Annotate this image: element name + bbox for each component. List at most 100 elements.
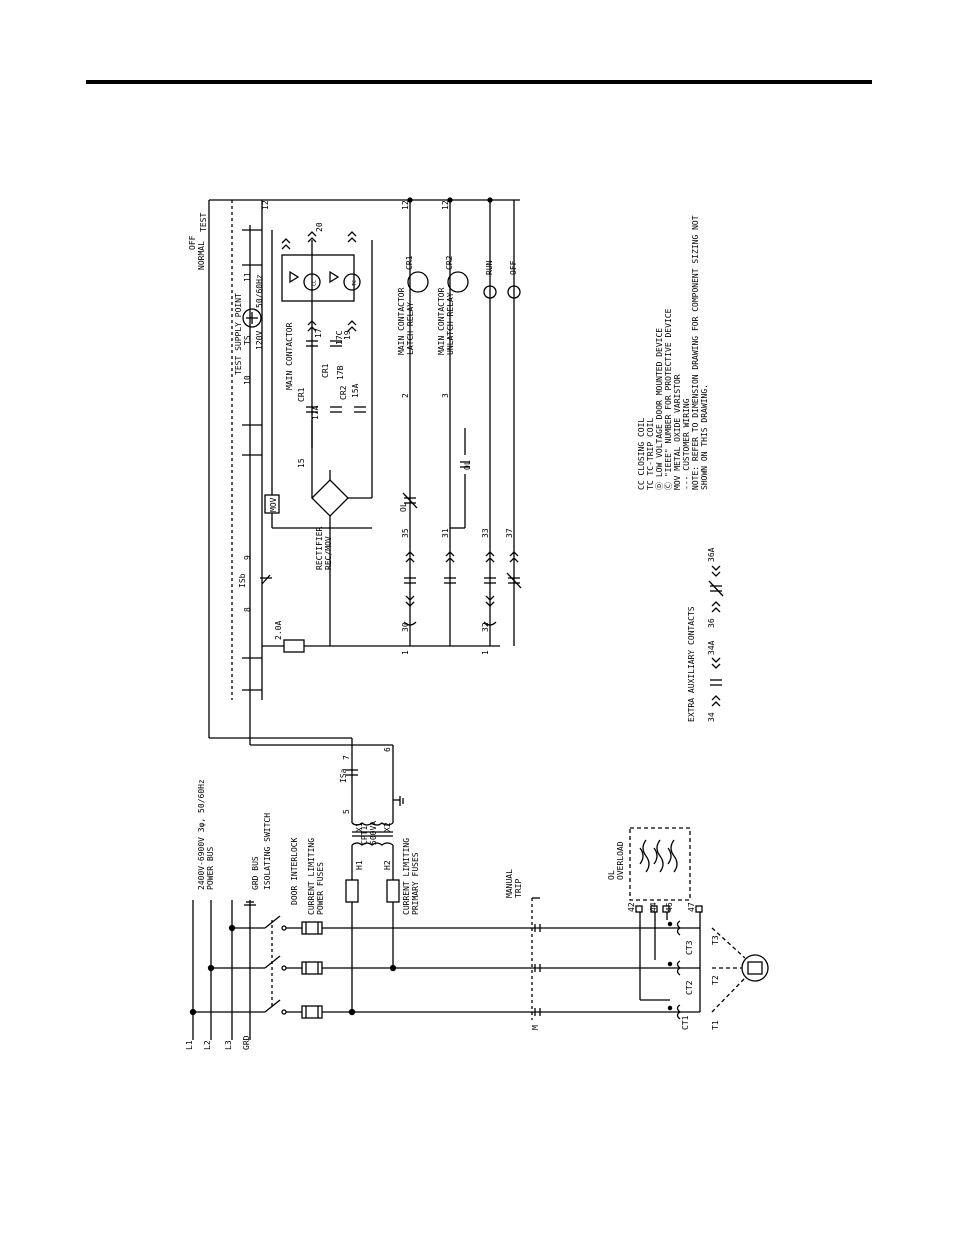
label-grd: GRD	[242, 1035, 251, 1050]
label-latch: MAIN CONTACTOR	[397, 287, 406, 355]
label-cr1-b: CR1	[321, 363, 330, 378]
label-wire-15a: 15A	[351, 383, 360, 398]
label-isb: ISb	[238, 573, 247, 588]
label-isa: ISa	[339, 768, 348, 783]
label-wire-10: 10	[243, 375, 252, 385]
label-wire-33: 33	[481, 528, 490, 538]
label-test: TEST	[199, 213, 208, 232]
label-wire-1b: 1	[481, 650, 490, 655]
legend-item: MOV METAL OXIDE VARISTOR	[673, 374, 682, 490]
label-ct2: CT2	[685, 980, 694, 995]
label-mov: MOV	[269, 497, 278, 512]
label-wire-12c: 12	[441, 200, 450, 210]
label-test-supply: TEST SUPPLY POINT	[234, 293, 243, 375]
label-unlatch-2: UNLATCH RELAY	[446, 292, 455, 355]
label-unlatch: MAIN CONTACTOR	[437, 287, 446, 355]
label-main-contactor: MAIN CONTACTOR	[285, 322, 294, 390]
label-wire-6: 6	[383, 747, 392, 752]
label-cr1-coil: CR1	[405, 255, 414, 270]
label-wire-17c: 17C	[335, 330, 344, 345]
label-aux-title: EXTRA AUXILIARY CONTACTS	[687, 606, 696, 722]
label-wire-36a: 36A	[707, 547, 716, 562]
label-l3: L3	[224, 1040, 233, 1050]
label-wire-17: 17	[314, 328, 323, 338]
header-rule	[86, 80, 872, 84]
label-wire-15: 15	[297, 458, 306, 468]
label-wire-12a: 12	[261, 200, 270, 210]
legend-item: Ⓓ LOW VOLTAGE DOOR MOUNTED DEVICE	[655, 328, 664, 490]
legend-item: Ⓒ "IEEE" NUMBER FOR PROTECTIVE DEVICE	[664, 308, 673, 490]
label-wire-42: 42	[627, 902, 636, 912]
label-wire-35: 35	[401, 528, 410, 538]
label-wire-17b: 17B	[336, 365, 345, 380]
label-wire-9: 9	[243, 555, 252, 560]
label-wire-19: 19	[343, 330, 352, 340]
label-x1: X1	[355, 822, 364, 832]
label-grd-bus: GRD BUS	[251, 856, 260, 890]
label-wire-8: 8	[243, 607, 252, 612]
label-wire-44: 44	[649, 902, 658, 912]
label-latch-2: LATCH RELAY	[406, 302, 415, 355]
label-l1: L1	[185, 1040, 194, 1050]
label-wire-3: 3	[441, 393, 450, 398]
label-power-fuses: CURRENT LIMITING	[307, 838, 316, 915]
label-t1: T1	[711, 1020, 720, 1030]
label-t2: T2	[711, 975, 720, 985]
label-tc: TC	[352, 280, 358, 286]
legend-note: SHOWN ON THIS DRAWING.	[700, 384, 709, 490]
label-off-light: OFF	[509, 260, 518, 275]
label-ts-v: 120V	[255, 331, 264, 350]
label-x2: X2	[383, 822, 392, 832]
label-wire-37: 37	[505, 528, 514, 538]
label-power-fuses-2: POWER FUSES	[316, 862, 325, 915]
label-cc: CC	[312, 280, 318, 286]
label-run: RUN	[485, 260, 494, 275]
label-wire-46: 46	[665, 902, 674, 912]
label-manual-trip-2: TRIP	[514, 879, 523, 898]
label-manual-trip: MANUAL	[505, 869, 514, 898]
label-m: M	[531, 1025, 540, 1030]
diagram-labels: L1 L2 L3 GRD 2400V-6900V 3φ, 50/60Hz POW…	[185, 200, 720, 1050]
label-h1: H1	[355, 860, 364, 870]
label-ol: OL	[607, 870, 616, 880]
label-off: OFF	[188, 235, 197, 250]
label-ts: TS	[243, 335, 252, 345]
label-primary-fuses: CURRENT LIMITING	[402, 838, 411, 915]
label-fuse-2a: 2.0A	[274, 621, 283, 640]
label-ol-contact: OL	[399, 502, 408, 512]
legend-item: --- CUSTOMER WIRING	[682, 398, 691, 490]
legend-note: NOTE: REFER TO DIMENSION DRAWING FOR COM…	[691, 215, 700, 490]
label-wire-31: 31	[441, 528, 450, 538]
label-wire-5: 5	[342, 809, 351, 814]
label-ol-contact-2: OL	[463, 460, 472, 470]
label-cpt-va: 500VA	[369, 821, 378, 845]
label-wire-47: 47	[687, 902, 696, 912]
legend: CC CLOSING COIL TC TC-TRIP COIL Ⓓ LOW VO…	[637, 215, 709, 490]
label-primary-fuses-2: PRIMARY FUSES	[411, 852, 420, 915]
label-wire-36: 36	[707, 618, 716, 628]
label-l2: L2	[203, 1040, 212, 1050]
label-normal: NORMAL	[197, 241, 206, 270]
legend-item: CC CLOSING COIL	[637, 418, 646, 490]
label-cr2-coil: CR2	[445, 255, 454, 270]
power-section	[189, 737, 769, 1040]
label-rectifier: RECTIFIER	[315, 526, 324, 570]
label-wire-30: 30	[401, 622, 410, 632]
label-wire-34a: 34A	[707, 640, 716, 655]
label-wire-32: 32	[481, 622, 490, 632]
label-ct1: CT1	[681, 1015, 690, 1030]
label-wire-34: 34	[707, 712, 716, 722]
label-cr2: CR2	[339, 385, 348, 400]
label-cpt: CPT1	[360, 826, 369, 845]
label-ts-hz: 50/60Hz	[255, 274, 264, 308]
label-rec-mov: REC/MOV	[324, 536, 333, 570]
label-wire-17a: 17A	[311, 405, 320, 420]
label-overload: OVERLOAD	[616, 841, 625, 880]
label-door-interlock: DOOR INTERLOCK	[290, 837, 299, 905]
label-wire-12b: 12	[401, 200, 410, 210]
legend-item: TC TC-TRIP COIL	[646, 418, 655, 490]
label-power-bus-2: POWER BUS	[206, 846, 215, 890]
label-wire-2: 2	[401, 393, 410, 398]
